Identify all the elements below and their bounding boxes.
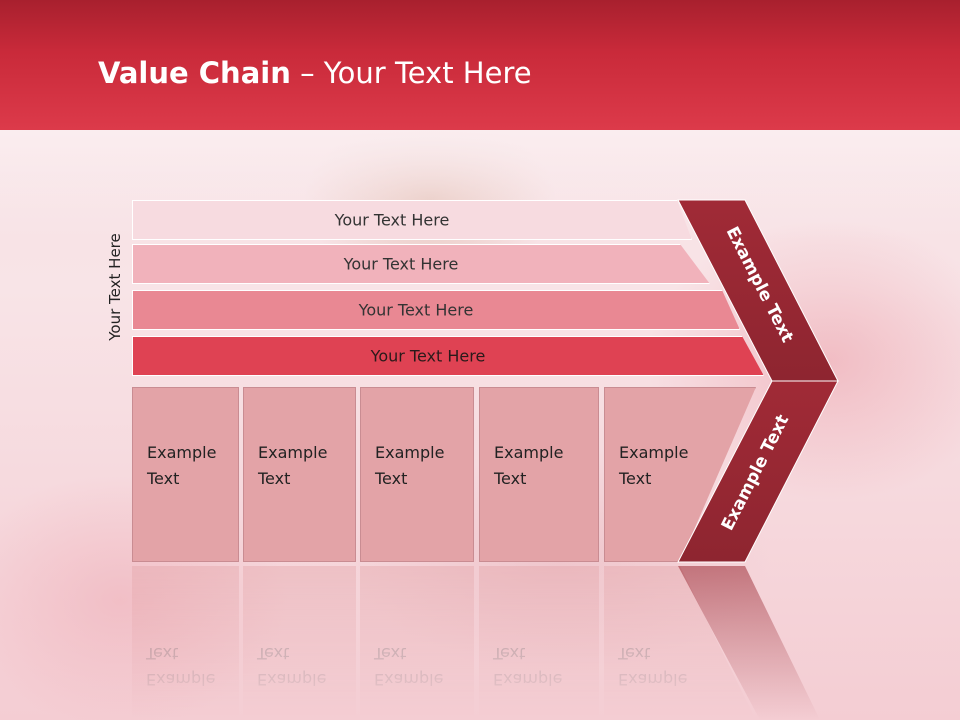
label-line-2: Text (147, 469, 180, 488)
chevron-reflection (678, 566, 820, 720)
label-line-1: Example (375, 443, 445, 462)
value-band-4[interactable]: Your Text Here (132, 336, 764, 376)
title-banner: Value Chain – Your Text Here (0, 0, 960, 130)
label-line-2: Text (494, 469, 527, 488)
label-line-1: Example (258, 443, 328, 462)
value-band-3[interactable]: Your Text Here (132, 290, 740, 330)
label-line-1: Example (494, 443, 564, 462)
value-band-1[interactable]: Your Text Here (132, 200, 692, 240)
title-bold: Value Chain (98, 56, 291, 90)
label-line-1: Example (147, 443, 217, 462)
value-band-label: Your Text Here (334, 210, 450, 230)
value-band-label: Your Text Here (358, 300, 474, 320)
slide-title[interactable]: Value Chain – Your Text Here (98, 56, 532, 90)
title-rest: – Your Text Here (290, 56, 532, 90)
label-line-2: Text (258, 469, 291, 488)
value-band-label: Your Text Here (370, 346, 486, 366)
value-band-label: Your Text Here (343, 254, 459, 274)
label-line-2: Text (375, 469, 408, 488)
value-band-2[interactable]: Your Text Here (132, 244, 710, 284)
chevron-lower[interactable] (677, 380, 839, 563)
label-line-2: Text (619, 469, 652, 488)
label-line-1: Example (619, 443, 689, 462)
